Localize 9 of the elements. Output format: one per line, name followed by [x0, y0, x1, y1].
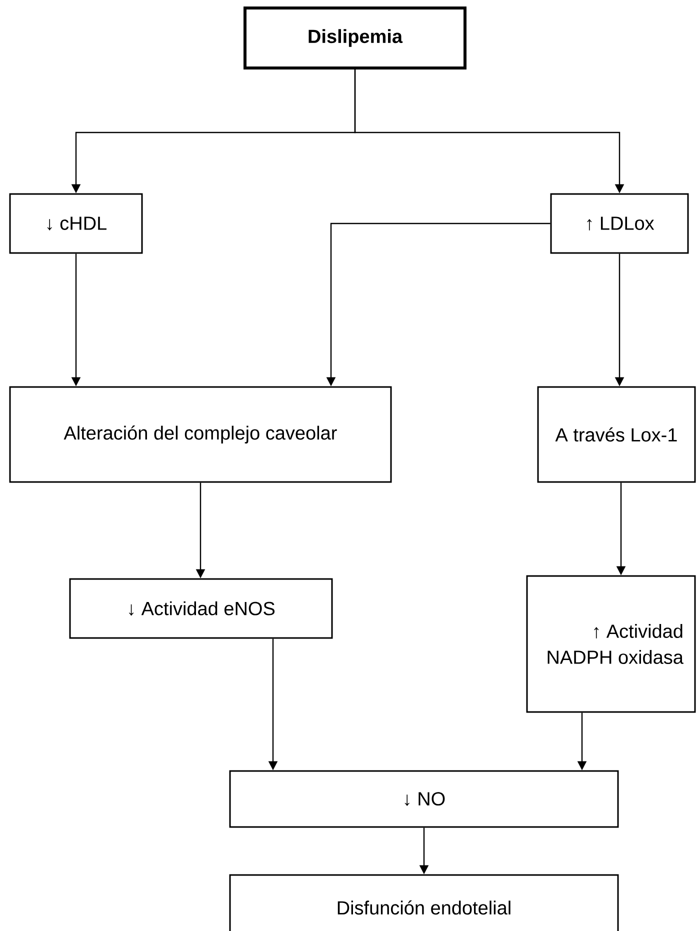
process-box: Disfunción endotelial	[229, 874, 619, 931]
process-box: ↓ Actividad eNOS	[69, 578, 333, 639]
process-box: A través Lox-1	[537, 386, 696, 483]
process-box: ↑ LDLox	[550, 193, 689, 254]
process-box: ↓ NO	[229, 770, 619, 828]
process-box: Alteración del complejo caveolar	[9, 386, 392, 483]
title-box: Dislipemia	[244, 6, 466, 70]
process-box: ↑ Actividad NADPH oxidasa	[526, 575, 696, 713]
process-box: ↓ cHDL	[9, 193, 143, 254]
